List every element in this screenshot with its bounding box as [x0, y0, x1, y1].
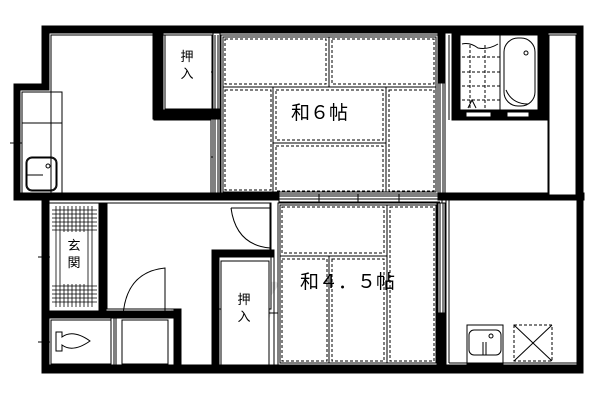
tatami-mat — [224, 89, 272, 191]
kitchen-sink-icon — [25, 156, 58, 192]
tatami-mat — [389, 206, 435, 362]
room-label-closet-2: 押 入 — [236, 292, 252, 326]
utility-room — [445, 199, 578, 366]
label-line: 関 — [67, 256, 81, 271]
room-label-closet-1: 押 入 — [179, 49, 195, 83]
toilet-icon — [55, 331, 91, 352]
tatami-mat — [275, 89, 384, 141]
door-swing — [230, 207, 271, 249]
tatami-mat — [224, 38, 327, 85]
label-line: 押 — [180, 50, 194, 65]
label-line: 押 — [237, 293, 251, 308]
tatami-mat — [331, 258, 385, 362]
room-label-genkan: 玄 関 — [66, 238, 82, 272]
closet-2 — [220, 260, 270, 366]
tatami-mat — [281, 206, 385, 254]
tatami-room-45 — [277, 202, 438, 366]
label-line: 入 — [237, 310, 251, 325]
room-label-washitsu-45: 和４．５帖 — [300, 271, 396, 293]
shower-area — [462, 45, 500, 108]
tatami-mat — [388, 89, 435, 192]
tatami-mat — [275, 145, 384, 192]
label-line: 入 — [180, 67, 194, 82]
door-swing — [122, 267, 166, 317]
washbasin-icon — [466, 324, 504, 365]
bathtub-icon — [503, 37, 536, 107]
tatami-mat — [281, 258, 328, 362]
room-label-washitsu-6: 和６帖 — [291, 102, 349, 124]
label-line: 玄 — [67, 239, 81, 254]
washing-machine-space — [513, 324, 553, 362]
toilet-room — [48, 317, 112, 366]
tatami-mat — [331, 38, 435, 85]
